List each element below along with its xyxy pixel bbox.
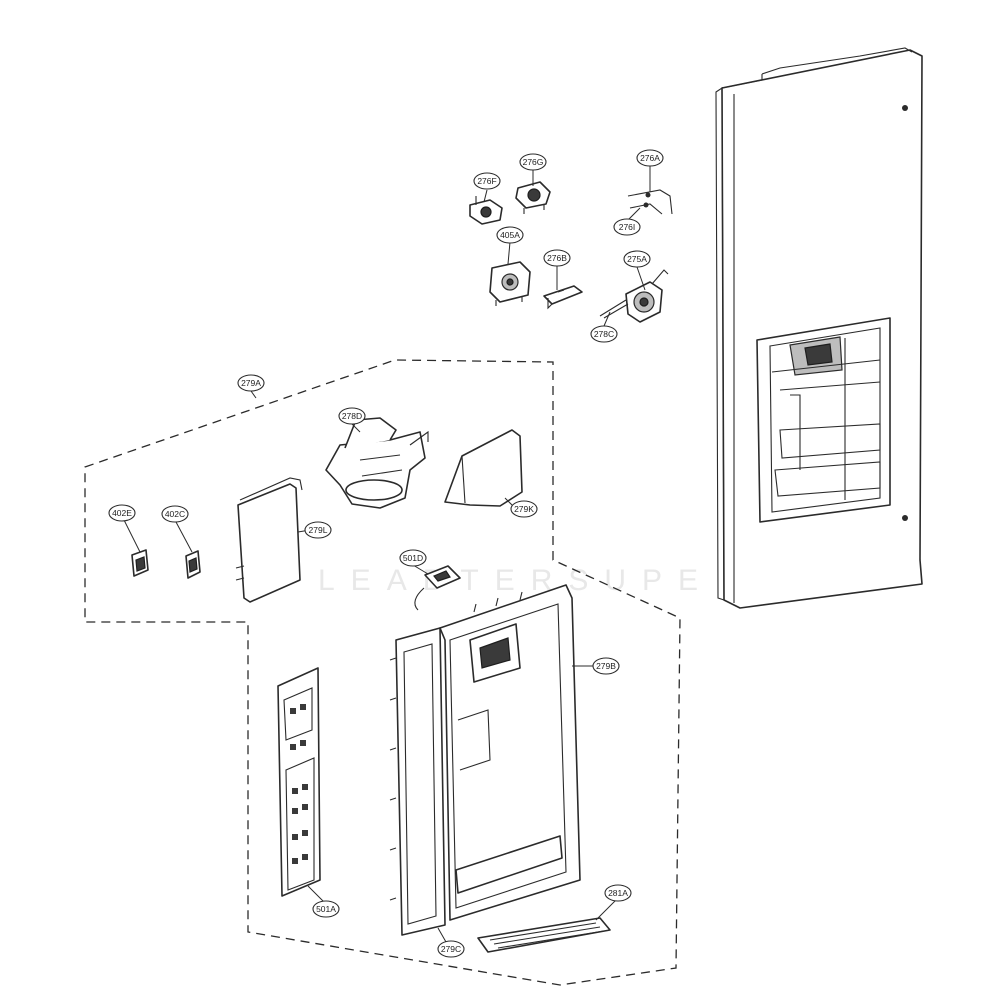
callout-label: 402E: [112, 508, 132, 518]
callout-276a-top: 276A: [636, 149, 664, 167]
callout-bubble: [108, 504, 136, 522]
refrigerator-door-panel: [715, 47, 923, 609]
callout-276g: 276G: [519, 153, 547, 171]
part-276f-bracket: [469, 196, 503, 225]
callout-label: 281A: [608, 888, 628, 898]
callout-label: 276I: [619, 222, 636, 232]
callout-label: 405A: [500, 230, 520, 240]
callout-279k: 279K: [510, 500, 538, 518]
callout-501a: 501A: [312, 900, 340, 918]
callout-label: 402C: [165, 509, 185, 519]
callout-bubble: [473, 172, 501, 190]
callout-label: 501A: [316, 904, 336, 914]
part-275a-auger-motor: [599, 269, 669, 323]
callout-402e: 402E: [108, 504, 136, 522]
part-281a-drip-tray: [477, 917, 611, 953]
part-279k-flap: [444, 429, 523, 507]
part-276g-clamp: [515, 181, 551, 214]
part-278d-duct: [325, 417, 429, 509]
callout-501d: 501D: [399, 549, 427, 567]
callout-bubble: [399, 549, 427, 567]
callout-label: 278D: [342, 411, 362, 421]
callout-bubble: [592, 657, 620, 675]
callout-278d: 278D: [338, 407, 366, 425]
callout-label: 276A: [640, 153, 660, 163]
watermark-text: LEADTERSUPE: [318, 564, 714, 597]
callout-278c: 278C: [590, 325, 618, 343]
callout-label: 279B: [596, 661, 616, 671]
part-405a-motor: [489, 261, 531, 306]
part-276a-spring: [627, 189, 673, 215]
callout-bubble: [519, 153, 547, 171]
callout-276b: 276B: [543, 249, 571, 267]
leader-lines: [123, 166, 651, 943]
callout-bubble: [437, 940, 465, 958]
callout-279l: 279L: [304, 521, 332, 539]
part-402c-switch: [185, 550, 201, 579]
part-279c-dispenser-frame: [389, 627, 446, 936]
part-501a-control-panel: [277, 667, 321, 897]
callout-label: 276F: [477, 176, 496, 186]
part-402e-switch: [131, 549, 149, 577]
callout-label: 276B: [547, 253, 567, 263]
callout-bubble: [613, 218, 641, 236]
callout-bubble: [237, 374, 265, 392]
assembly-boundary-dashed: [84, 359, 681, 986]
callout-bubble: [543, 249, 571, 267]
callout-281a: 281A: [604, 884, 632, 902]
callout-275a: 275A: [623, 250, 651, 268]
callout-bubble: [304, 521, 332, 539]
callout-bubble: [161, 505, 189, 523]
part-279b-dispenser-housing: [439, 584, 581, 921]
part-501d-pcb: [414, 565, 461, 611]
callout-label: 279A: [241, 378, 261, 388]
callout-276f: 276F: [473, 172, 501, 190]
callout-bubble: [338, 407, 366, 425]
callout-bubble: [312, 900, 340, 918]
part-279l-door-cover: [235, 477, 303, 603]
callout-bubble: [496, 226, 524, 244]
callout-label: 501D: [403, 553, 423, 563]
callout-279a: 279A: [237, 374, 265, 392]
part-276b-plate: [543, 285, 583, 310]
callout-279b: 279B: [592, 657, 620, 675]
callout-bubble: [636, 149, 664, 167]
callout-279c: 279C: [437, 940, 465, 958]
callout-bubble: [604, 884, 632, 902]
callout-bubble: [623, 250, 651, 268]
callout-label: 275A: [627, 254, 647, 264]
callout-label: 278C: [594, 329, 614, 339]
callout-labels: 276F 276G 276A 276I 405A 276B 275A 278C 279A 278D…: [108, 149, 664, 958]
callout-402c: 402C: [161, 505, 189, 523]
callout-label: 279L: [309, 525, 328, 535]
callout-label: 279K: [514, 504, 534, 514]
callout-label: 276G: [523, 157, 544, 167]
callout-bubble: [590, 325, 618, 343]
callout-label: 279C: [441, 944, 461, 954]
callout-bubble: [510, 500, 538, 518]
callout-276i: 276I: [613, 218, 641, 236]
callout-405a: 405A: [496, 226, 524, 244]
